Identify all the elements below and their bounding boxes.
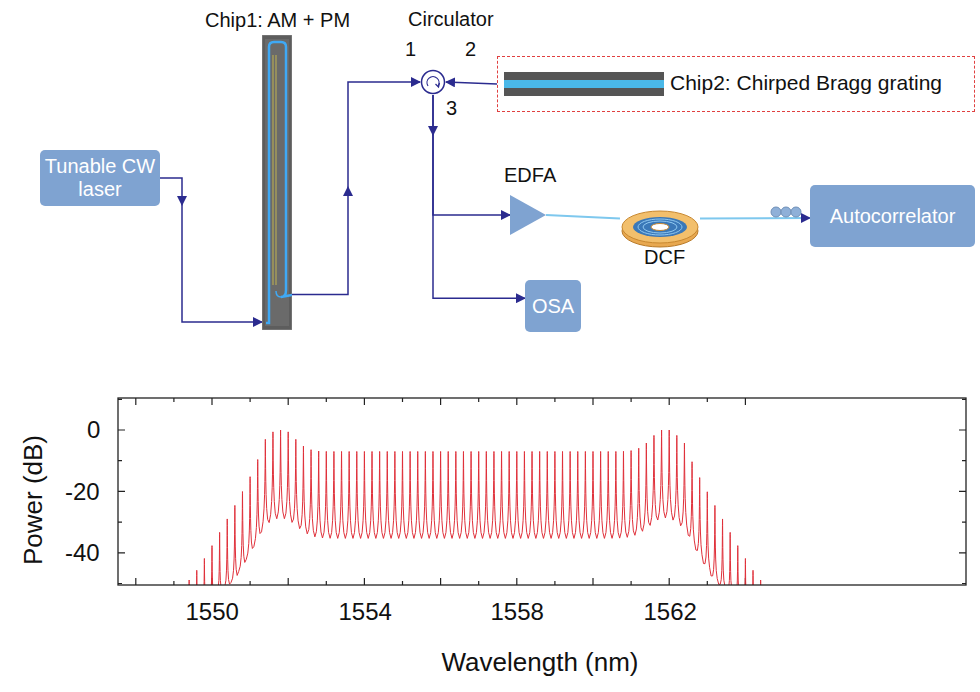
flow-arrow [428,126,438,136]
chip-label: Chip1: AM + PM [205,8,350,32]
chip-label: Chip2: Chirped Bragg grating [670,71,942,95]
circulator-label: Circulator [408,7,494,31]
circulator: Circulator [420,69,446,95]
connector [292,82,420,295]
axis-tick-label: 0 [87,416,100,444]
port-number: 2 [465,38,476,61]
dcf-spool: DCF [620,205,700,250]
axis-ticks [118,398,966,585]
connector [700,217,810,220]
amplifier-triangle [510,195,546,235]
chip-outline [262,35,292,330]
connector [160,178,262,322]
bragg-grating [504,72,664,96]
osa-box: OSA [525,280,581,332]
fiber-spool [620,205,700,250]
box-label: Autocorrelator [830,205,956,228]
box-label: Tunable CW laser [40,155,160,201]
laser-box: Tunable CW laser [40,150,160,206]
port-number: 3 [446,97,457,120]
edfa-amplifier: EDFA [510,195,546,235]
axis-tick-label: 1558 [491,598,544,626]
plot-frame [118,398,966,585]
connector [433,95,510,215]
grating-chip: Chip2: Chirped Bragg grating [497,56,975,112]
connector [546,215,620,219]
flow-arrow [177,196,187,206]
circulator-symbol [420,69,446,95]
port-number: 1 [405,38,416,61]
fiber-label: DCF [644,245,685,269]
axis-tick-label: -40 [65,539,100,567]
spectrum-trace [136,430,784,585]
autocorrelator-box: Autocorrelator [810,185,975,247]
axis-title: Wavelength (nm) [442,647,639,677]
amplifier-label: EDFA [504,163,556,187]
flow-arrow [343,186,353,196]
axis-tick-label: -20 [65,478,100,506]
axis-tick-label: 1550 [186,598,239,626]
axis-tick-label: 1554 [339,598,392,626]
connector [446,82,497,84]
box-label: OSA [532,295,574,318]
axis-title: Power (dB) [18,435,48,565]
axis-tick-label: 1562 [644,598,697,626]
modulator-chip: Chip1: AM + PM [262,35,292,330]
polarization-controller [771,207,801,217]
tick-marks [118,398,966,585]
